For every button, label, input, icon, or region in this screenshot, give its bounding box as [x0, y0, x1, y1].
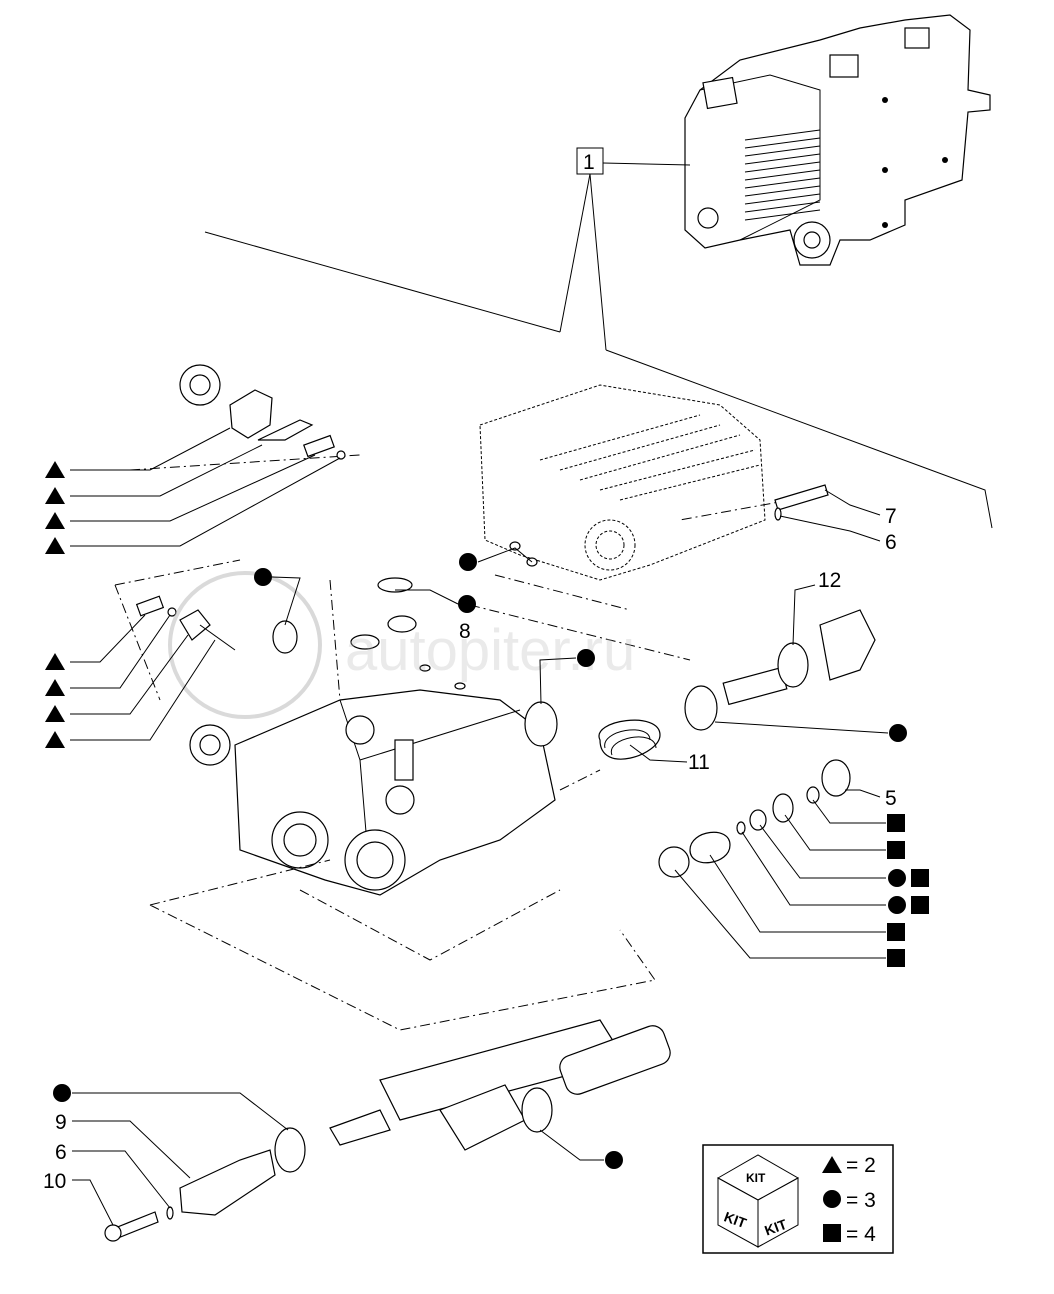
callout-7[interactable]: 7 [885, 505, 897, 528]
circle-marker-icon [888, 896, 906, 914]
square-marker-icon [887, 949, 905, 967]
circle-marker-icon [889, 724, 907, 742]
triangle-marker-icon [45, 487, 65, 504]
small-parts [104, 389, 876, 1242]
circle-legend-icon [823, 1190, 841, 1208]
callout-label-1: 1 [583, 151, 595, 174]
triangle-marker-icon [45, 653, 65, 670]
callout-labels: 7 6 12 8 11 5 9 6 10 [43, 505, 897, 1193]
triangle-marker-icon [45, 461, 65, 478]
circle-marker-icon [254, 568, 272, 586]
callout-8[interactable]: 8 [459, 620, 471, 643]
square-marker-icon [887, 814, 905, 832]
triangle-marker-icon [45, 512, 65, 529]
legend-circle-count: = 3 [846, 1189, 876, 1212]
circle-marker-icon [53, 1084, 71, 1102]
kit-label-left: KIT [722, 1208, 749, 1231]
kit-cube-icon: KIT KIT KIT [716, 1154, 800, 1248]
assembly-axes [114, 454, 791, 1031]
square-marker-icon [911, 869, 929, 887]
callout-12[interactable]: 12 [818, 569, 841, 592]
watermark-text: autopiter.ru [345, 618, 635, 683]
callout-11[interactable]: 11 [688, 751, 710, 774]
kit-legend: KIT KIT KIT = 2 = 3 = 4 [702, 1144, 894, 1254]
callout-10[interactable]: 10 [43, 1170, 66, 1193]
square-marker-icon [887, 923, 905, 941]
callout-5[interactable]: 5 [885, 787, 897, 810]
triangle-marker-icon [45, 679, 65, 696]
valve-assembly-illustration [684, 14, 991, 266]
square-legend-icon [823, 1224, 841, 1242]
circle-marker-icon [577, 649, 595, 667]
triangle-marker-icon [45, 537, 65, 554]
legend-square-count: = 4 [846, 1223, 876, 1246]
square-marker-icon [887, 841, 905, 859]
valve-body [179, 364, 556, 896]
triangle-marker-icon [45, 731, 65, 748]
triangle-marker-icon [45, 705, 65, 722]
callout-9[interactable]: 9 [55, 1111, 67, 1134]
circle-marker-icon [888, 869, 906, 887]
housing-ghost [479, 384, 766, 581]
circle-marker-icon [458, 595, 476, 613]
callout-6-bottom[interactable]: 6 [55, 1141, 67, 1164]
square-marker-icon [911, 896, 929, 914]
circle-marker-icon [605, 1151, 623, 1169]
leader-lines [70, 427, 889, 1226]
kit-label-top: KIT [746, 1171, 766, 1185]
callout-1[interactable]: 1 [204, 147, 993, 529]
circle-marker-icon [459, 553, 477, 571]
legend-triangle-count: = 2 [846, 1154, 876, 1177]
callout-6-top[interactable]: 6 [885, 531, 897, 554]
kit-label-right: KIT [762, 1216, 789, 1239]
